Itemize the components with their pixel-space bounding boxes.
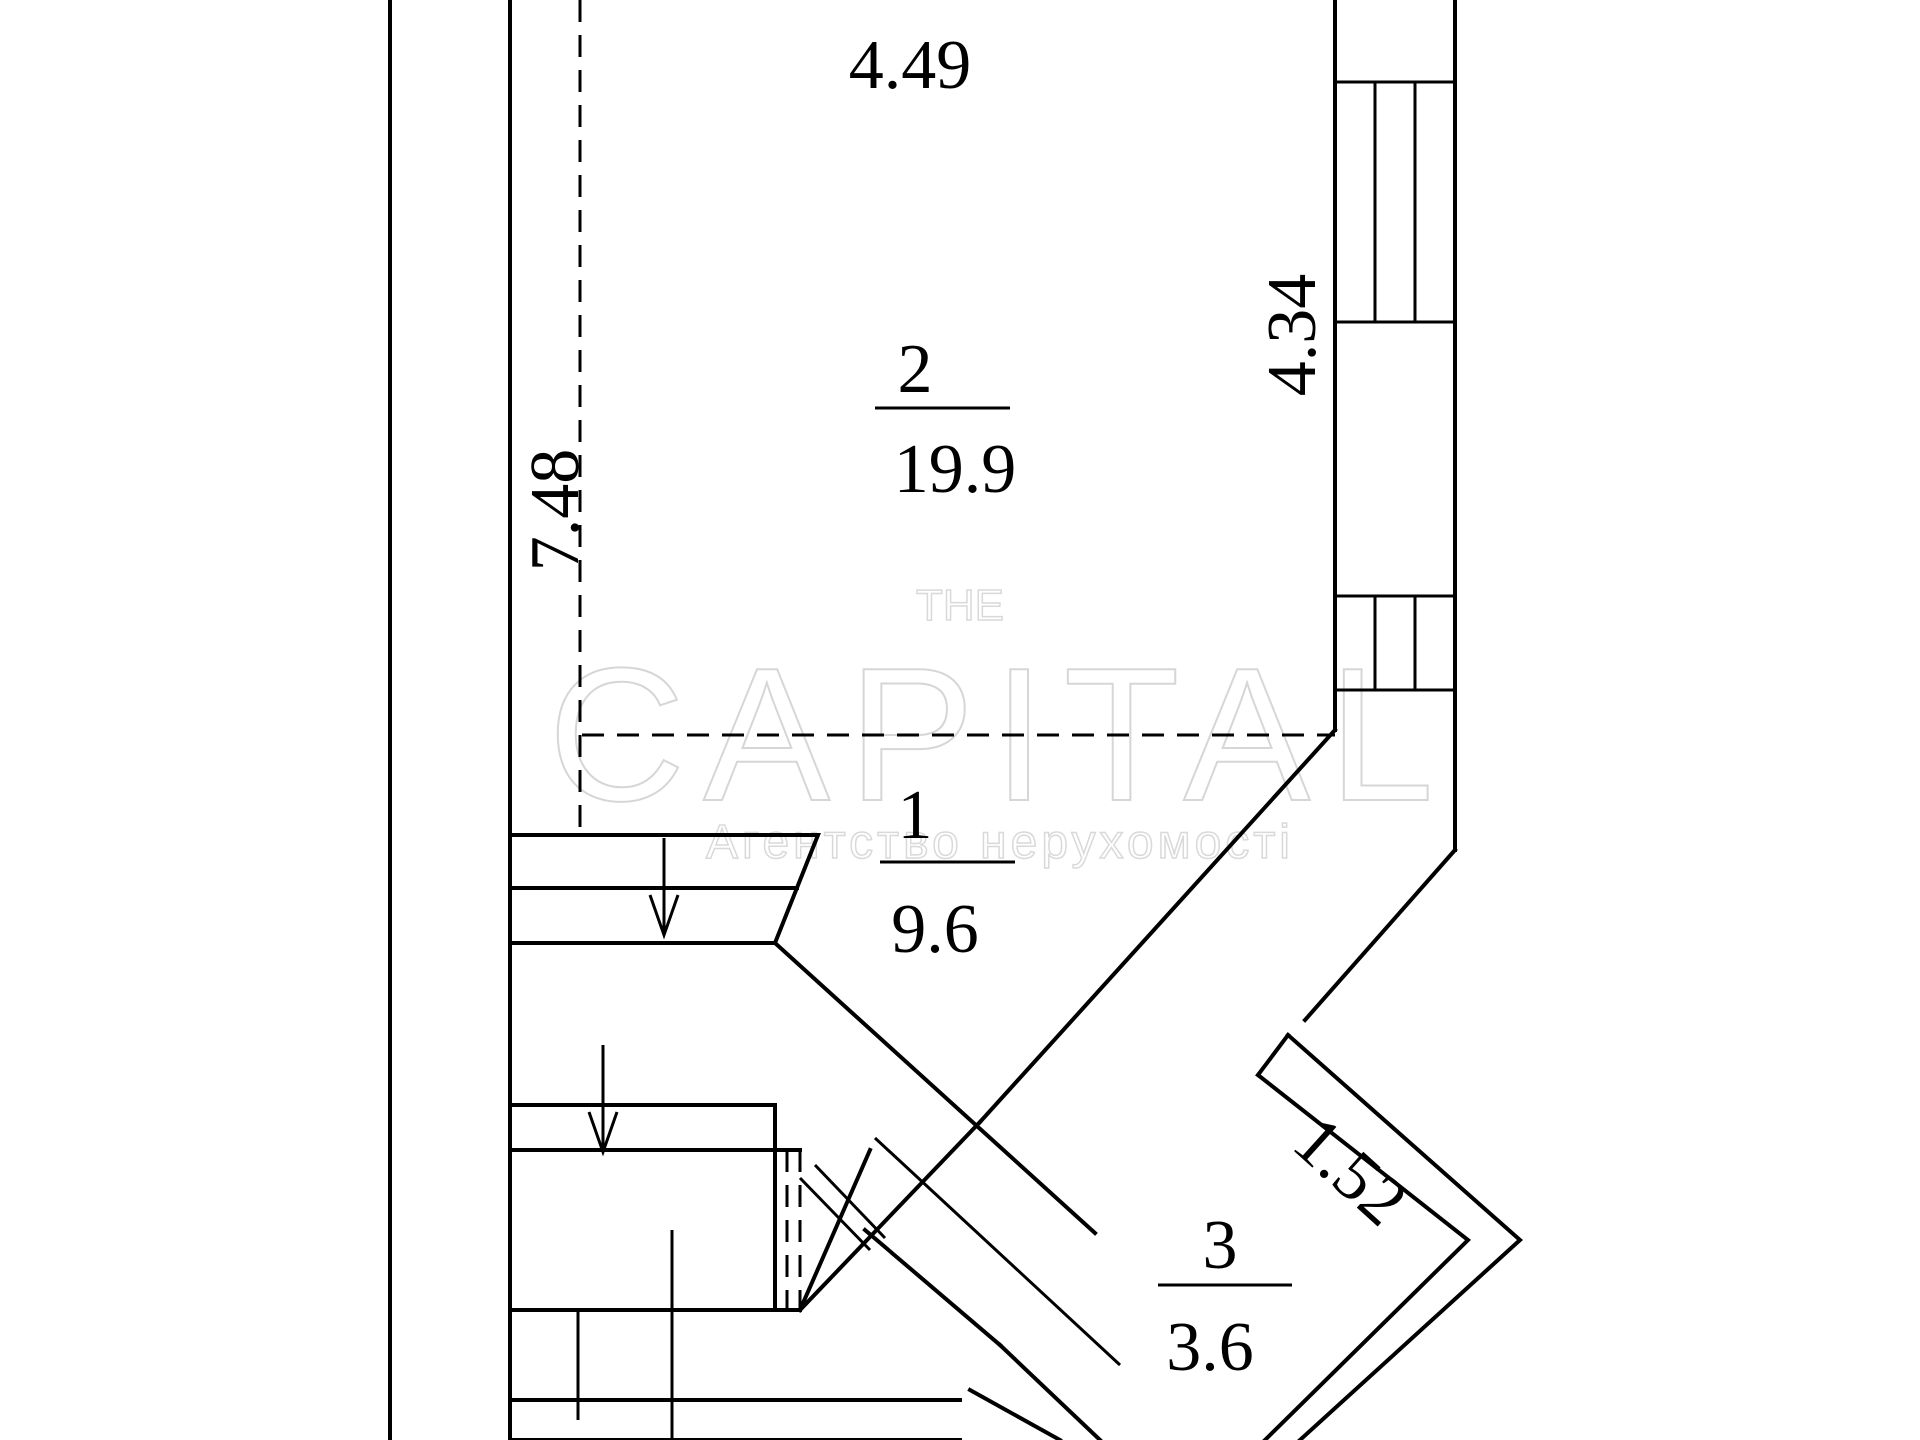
room-2-number: 2 — [898, 331, 933, 408]
section-line — [873, 1136, 1122, 1367]
room-boundaries — [578, 0, 1335, 1310]
room-1-number: 1 — [898, 777, 933, 854]
room-label-1: 1 9.6 — [880, 777, 1015, 968]
stairs-lower — [508, 1045, 962, 1440]
room-1-area: 9.6 — [891, 891, 979, 968]
room-3-walls — [967, 1032, 1523, 1440]
dimension-room3-side: 1.52 — [1279, 1102, 1422, 1241]
outer-walls — [388, 0, 1458, 1440]
watermark: THE CAPITAL Агентство нерухомості — [547, 580, 1452, 870]
stairs-upper — [508, 833, 821, 945]
watermark-line2: CAPITAL — [548, 629, 1452, 841]
room-2-area: 19.9 — [894, 431, 1017, 508]
dimension-top-width: 4.49 — [849, 27, 972, 104]
dimension-right-length: 4.34 — [1254, 274, 1331, 397]
watermark-line1: THE — [916, 581, 1004, 630]
stair-direction-arrow-icon — [648, 894, 680, 940]
room-label-2: 2 19.9 — [875, 331, 1016, 508]
stair-direction-arrow-icon — [587, 1111, 619, 1157]
room-label-3: 3 3.6 — [1158, 1207, 1292, 1386]
room-3-number: 3 — [1203, 1207, 1238, 1284]
room-3-area: 3.6 — [1166, 1309, 1254, 1386]
dimension-left-length: 7.48 — [517, 449, 594, 572]
